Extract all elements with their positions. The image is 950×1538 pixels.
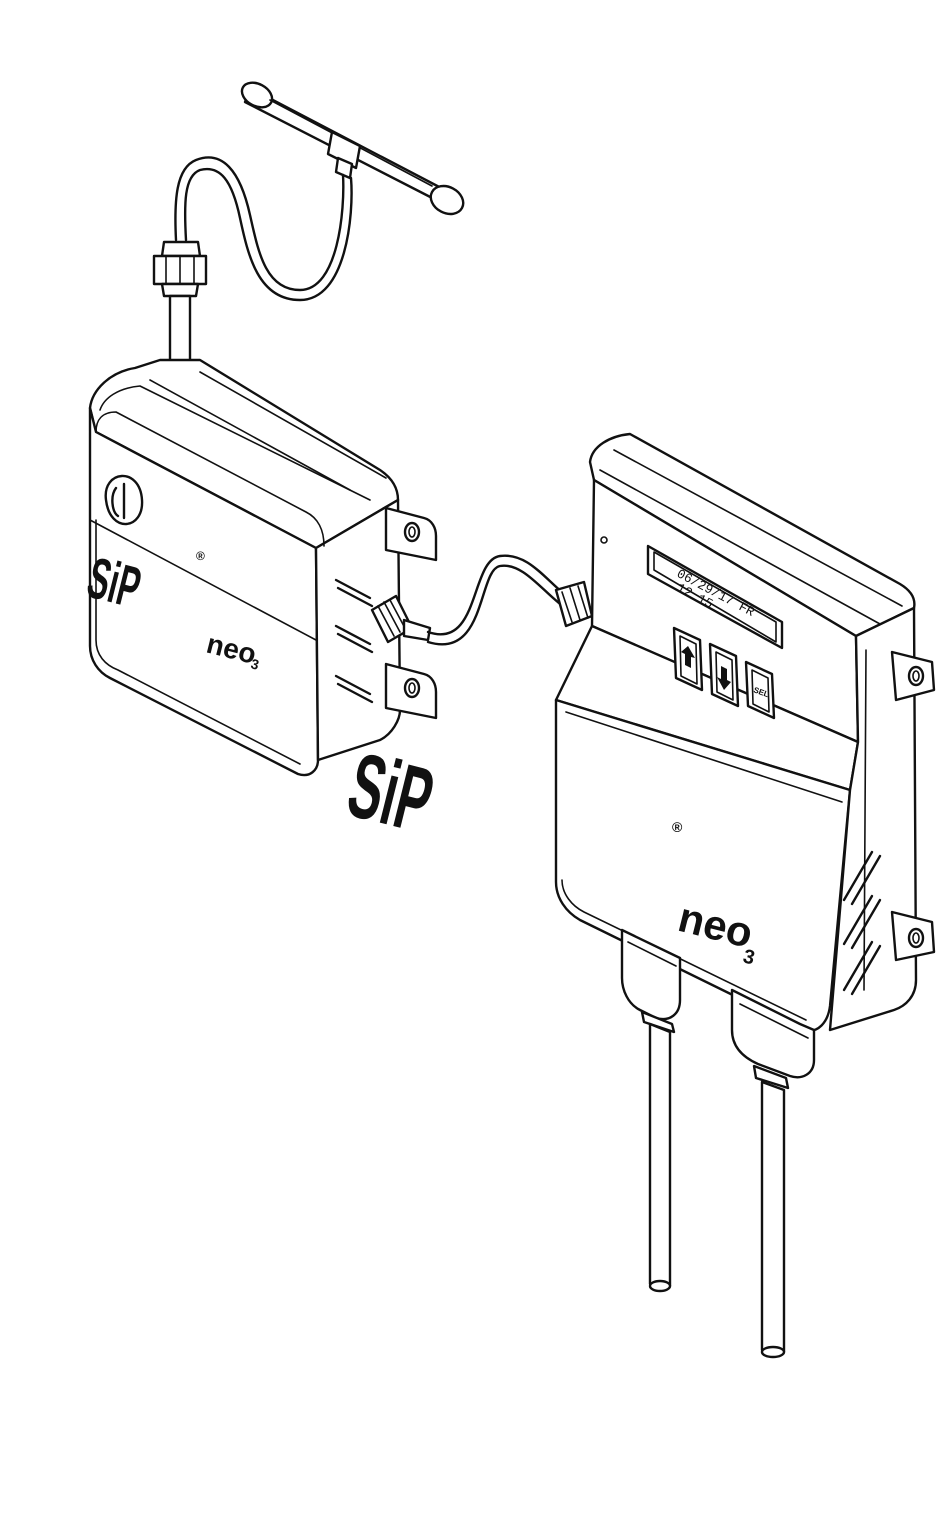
cable-gland-right [732, 990, 814, 1357]
right-brand-main: SiP [339, 733, 443, 853]
left-receiver-unit: SiP neo 3 ® [82, 360, 436, 775]
antenna [175, 78, 468, 300]
connecting-cable [428, 556, 592, 645]
right-controller-unit: 06/29/17 FR 12 15 SEL [339, 434, 934, 1357]
cable-gland-left [622, 930, 680, 1291]
left-registered-mark: ® [196, 549, 205, 563]
right-registered-mark: ® [672, 819, 683, 835]
